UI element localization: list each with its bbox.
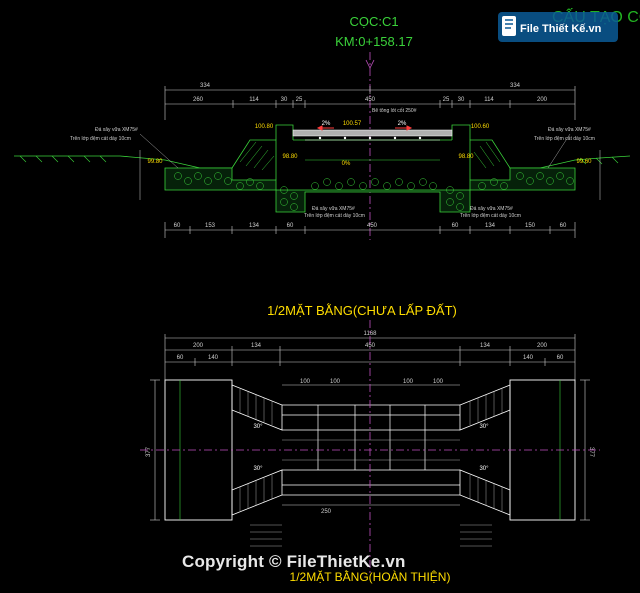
dim-bottom-8: 60 (560, 223, 567, 229)
note-center-1: Đá xây vữa XM75# (312, 206, 355, 212)
dim-bottom-4: 450 (367, 223, 378, 229)
dim-upper-8: 200 (537, 97, 548, 103)
note-center-3: Đá xây vữa XM75# (470, 206, 513, 212)
elev-center: 100.57 (343, 121, 362, 127)
plan-angle-1: 30° (479, 424, 489, 430)
culvert-deck (292, 129, 453, 161)
plan-height-left: 377 (146, 446, 152, 457)
plan-bottom-hatch (250, 524, 492, 547)
note-center-4: Trên lớp đệm cát dày 10cm (460, 213, 521, 219)
plan-dim-2: 450 (365, 343, 376, 349)
dim-upper-1: 114 (249, 97, 259, 103)
note-left-2: Trên lớp đệm cát dày 10cm (70, 136, 131, 142)
plan-dim2-2: 140 (523, 355, 534, 361)
elev-left-low: 99.80 (147, 159, 163, 165)
elev-left-top: 100.80 (255, 124, 274, 130)
dim-upper-6: 30 (458, 97, 465, 103)
slope-left: 2% (322, 121, 331, 127)
dim-top-left: 334 (200, 83, 211, 89)
plan-wing-hatch (239, 389, 503, 511)
brand-logo: File Thiết Kế.vn (498, 12, 618, 42)
plan-angle-3: 30° (479, 466, 489, 472)
section-dim-lines (164, 86, 576, 120)
plan-inner-dim (282, 384, 460, 506)
note-right-2: Trên lớp đệm cát dày 10cm (534, 136, 595, 142)
plan-dim2-0: 60 (177, 355, 184, 361)
plan-barrel-deck (282, 439, 460, 461)
note-left-1: Đá xây vữa XM75# (95, 127, 138, 133)
brand-text: File Thiết Kế.vn (520, 23, 602, 35)
elev-right-mid: 98.80 (458, 154, 474, 160)
plan-height-right: 377 (588, 447, 594, 458)
plan-inner-1: 100 (330, 379, 341, 385)
dim-upper-7: 114 (484, 97, 494, 103)
dim-bottom-5: 60 (452, 223, 459, 229)
plan-total-dim: 1168 (364, 331, 378, 337)
slope-arrows (316, 125, 413, 131)
dim-bottom-2: 134 (249, 223, 260, 229)
ground-hatch (19, 155, 619, 165)
dim-upper-3: 25 (296, 97, 303, 103)
north-arrow-icon (365, 59, 375, 69)
dim-bottom-7: 150 (525, 223, 536, 229)
plan-title: 1/2MẶT BẰNG(CHƯA LẤP ĐẤT) (267, 303, 457, 318)
wing-hatch (239, 141, 501, 171)
dim-upper-2: 30 (281, 97, 288, 103)
plan-inner-3: 100 (433, 379, 444, 385)
plan-inner-0: 100 (300, 379, 311, 385)
dim-bottom-1: 153 (205, 223, 216, 229)
dim-top-right: 334 (510, 83, 521, 89)
plan-inner-2: 100 (403, 379, 414, 385)
note-center-2: Trên lớp đệm cát dày 10cm (304, 213, 365, 219)
elev-right-top: 100.60 (471, 124, 490, 130)
dim-upper-0: 260 (193, 97, 204, 103)
dim-upper-5: 25 (443, 97, 450, 103)
station-label: CỌC:C1 (349, 14, 398, 29)
natural-ground-line (14, 155, 631, 169)
culvert-section-body (164, 167, 576, 213)
copyright-text: Copyright © FileThietKe.vn (182, 552, 406, 571)
plan-dim-0: 200 (193, 343, 204, 349)
plan-dim2-3: 60 (557, 355, 564, 361)
km-label: KM:0+158.17 (335, 34, 413, 49)
dim-bottom-6: 134 (485, 223, 496, 229)
plan-angle-2: 30° (253, 466, 263, 472)
slope-center: 0% (342, 161, 351, 167)
elev-left-mid: 98.80 (282, 154, 298, 160)
note-top: Bê tông lót cốt 250# (372, 108, 417, 114)
slope-right: 2% (398, 121, 407, 127)
plan-dim-1: 134 (251, 343, 262, 349)
elev-right-low: 99.60 (576, 159, 592, 165)
dim-upper-4: 450 (365, 97, 376, 103)
plan-dim-4: 200 (537, 343, 548, 349)
dim-bottom-3: 60 (287, 223, 294, 229)
section-bottom-dim (164, 222, 576, 238)
plan-bottom-title: 1/2MẶT BẰNG(HOÀN THIỆN) (290, 569, 451, 584)
plan-barrel (282, 404, 460, 496)
plan-dim2-1: 140 (208, 355, 219, 361)
plan-angle-0: 30° (253, 424, 263, 430)
side-dim-lines (139, 150, 601, 200)
plan-dim-3: 134 (480, 343, 491, 349)
plan-inner-width: 250 (321, 509, 332, 515)
note-right-1: Đá xây vữa XM75# (548, 127, 591, 133)
dim-bottom-0: 60 (174, 223, 181, 229)
